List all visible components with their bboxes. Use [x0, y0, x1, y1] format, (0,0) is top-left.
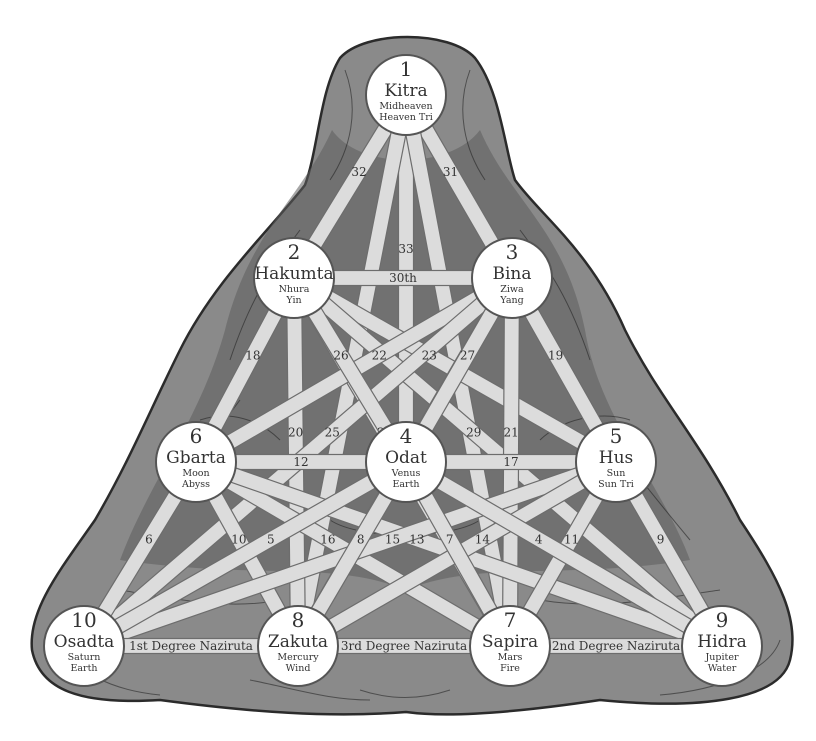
node-attribute: Jupiter	[704, 652, 738, 663]
path-label: 30th	[389, 271, 417, 285]
node-number: 2	[288, 240, 301, 264]
node-attribute: Earth	[392, 479, 419, 490]
node-attribute: Yin	[285, 295, 301, 306]
path-label: 12	[293, 455, 308, 469]
path-label: 31	[443, 165, 458, 179]
path-label: 21	[504, 426, 519, 440]
node-name: Odat	[385, 448, 427, 468]
node-name: Hidra	[697, 632, 746, 652]
path-label: 33	[398, 242, 413, 256]
path-label: 26	[333, 348, 348, 362]
path-label: 17	[503, 455, 518, 469]
node-attribute: Mercury	[277, 652, 319, 663]
path-label: 22	[372, 348, 387, 362]
path-label: 18	[245, 348, 260, 362]
path-label: 20	[288, 426, 303, 440]
node-attribute: Water	[708, 663, 737, 674]
path-label: 7	[446, 532, 454, 546]
node-attribute: Nhura	[279, 284, 310, 295]
node-attribute: Sun	[607, 468, 626, 479]
node-number: 10	[71, 608, 96, 632]
node-name: Gbarta	[166, 448, 226, 468]
node-number: 6	[190, 424, 203, 448]
node-attribute: Earth	[70, 663, 97, 674]
node-attribute: Heaven Tri	[379, 112, 433, 123]
path-label: 4	[535, 532, 543, 546]
node-number: 1	[400, 57, 413, 81]
node-attribute: Wind	[286, 663, 311, 674]
node-number: 3	[506, 240, 519, 264]
node-number: 9	[716, 608, 729, 632]
node-number: 8	[292, 608, 305, 632]
path-label: 9	[657, 532, 665, 546]
node-attribute: Sun Tri	[598, 479, 634, 490]
node-name: Osadta	[54, 632, 115, 652]
node-name: Hus	[599, 448, 634, 468]
node-name: Zakuta	[268, 632, 328, 652]
node-attribute: Saturn	[68, 652, 101, 663]
node-name: Bina	[492, 264, 531, 284]
node-attribute: Fire	[500, 663, 520, 674]
node-name: Kitra	[384, 81, 427, 101]
path-label: 23	[422, 348, 437, 362]
node-number: 4	[400, 424, 413, 448]
path-label: 19	[548, 348, 563, 362]
path-label: 10	[231, 532, 246, 546]
path-label: 25	[325, 426, 340, 440]
path-label: 15	[385, 532, 400, 546]
path-label: 16	[320, 532, 335, 546]
node-name: Hakumta	[254, 264, 333, 284]
node-attribute: Venus	[391, 468, 421, 479]
path-label: 14	[475, 532, 491, 546]
node-name: Sapira	[482, 632, 538, 652]
path-label: 32	[351, 165, 366, 179]
node-attribute: Mars	[498, 652, 523, 663]
node-attribute: Midheaven	[379, 101, 432, 112]
path-label: 5	[267, 532, 275, 546]
node-number: 5	[610, 424, 623, 448]
path-label: 11	[564, 532, 579, 546]
path-label: 29	[466, 426, 481, 440]
node-attribute: Abyss	[181, 479, 210, 490]
node-attribute: Ziwa	[500, 284, 524, 295]
node-attribute: Yang	[499, 295, 523, 306]
path-label: 6	[145, 532, 153, 546]
node-number: 7	[504, 608, 517, 632]
path-label: 27	[460, 348, 475, 362]
path-label: 8	[357, 532, 365, 546]
path-label: 3rd Degree Naziruta	[341, 639, 467, 653]
path-label: 2nd Degree Naziruta	[552, 639, 680, 653]
path-label: 13	[409, 532, 424, 546]
node-attribute: Moon	[182, 468, 209, 479]
path-label: 1st Degree Naziruta	[129, 639, 253, 653]
